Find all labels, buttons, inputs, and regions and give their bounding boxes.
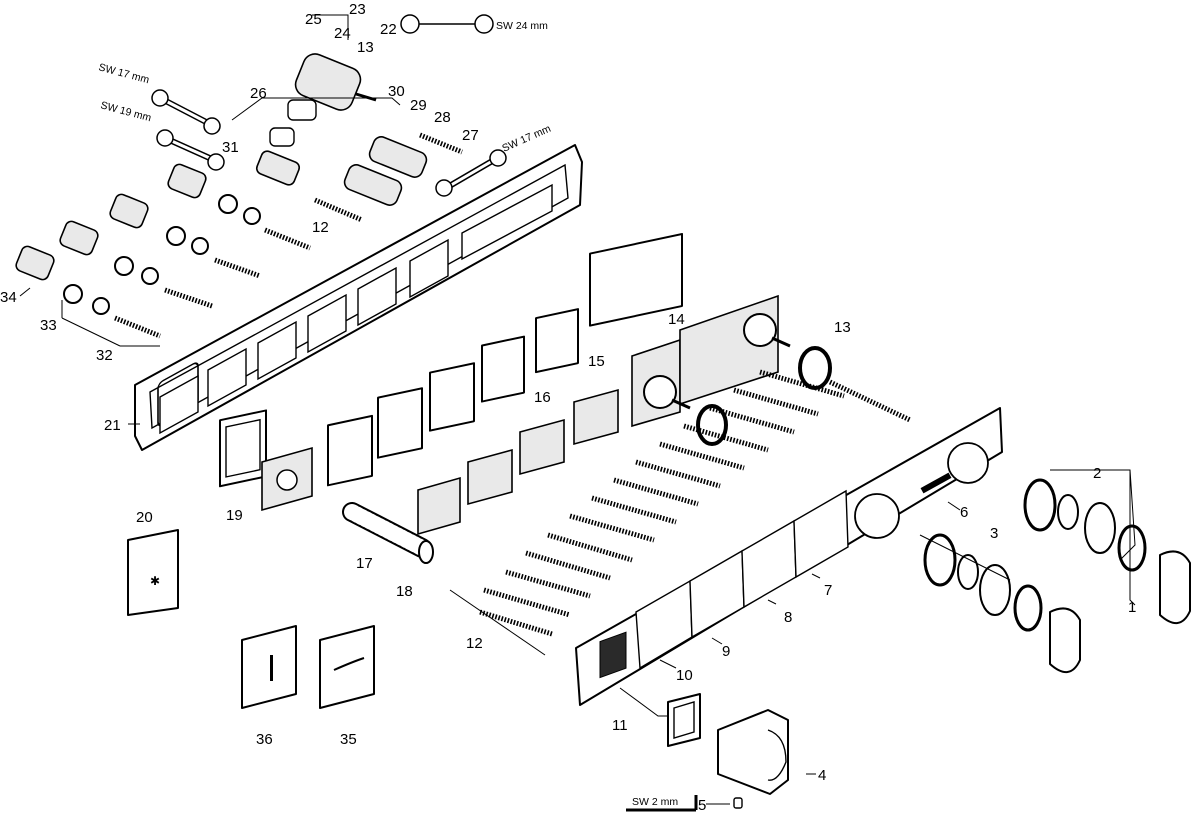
front-trim-panel	[575, 407, 1003, 706]
wrench-17-right	[435, 149, 507, 197]
wrench-label-sw2: SW 2 mm	[632, 796, 678, 808]
label-33: 33	[40, 317, 57, 334]
label-22: 22	[380, 21, 397, 38]
mounting-frame	[134, 144, 583, 451]
spare-parts-group	[255, 99, 463, 223]
label-12a: 12	[312, 219, 329, 236]
label-16: 16	[534, 389, 551, 406]
frame-seals	[219, 233, 683, 488]
label-19: 19	[226, 507, 243, 524]
cover-plate-20: ✱	[127, 529, 179, 616]
label-1: 1	[1128, 599, 1136, 616]
label-18: 18	[396, 583, 413, 600]
wrench-19	[156, 129, 225, 171]
label-13b: 13	[834, 319, 851, 336]
label-15: 15	[588, 353, 605, 370]
label-5: 5	[698, 797, 706, 814]
label-7: 7	[824, 582, 832, 599]
label-35: 35	[340, 731, 357, 748]
label-34: 34	[0, 289, 17, 306]
label-14: 14	[668, 311, 685, 328]
wrench-label-sw24: SW 24 mm	[496, 20, 548, 32]
svg-text:✱: ✱	[150, 574, 160, 588]
label-6: 6	[960, 504, 968, 521]
wrench-24	[400, 14, 494, 34]
hex-key-2	[626, 795, 698, 812]
label-20: 20	[136, 509, 153, 526]
label-36: 36	[256, 731, 273, 748]
wrench-label-sw19: SW 19 mm	[99, 99, 153, 124]
part-number-labels: 1 2 3 4 5 6 7 8 9 10 11 12 12 13 13 14 1…	[0, 1, 1136, 814]
cover-plate-19	[261, 446, 313, 512]
screw-set	[479, 369, 912, 637]
label-12b: 12	[466, 635, 483, 652]
label-4: 4	[818, 767, 826, 784]
label-21: 21	[104, 417, 121, 434]
label-8: 8	[784, 609, 792, 626]
label-26: 26	[250, 85, 267, 102]
seal-plate-inner	[673, 701, 695, 739]
label-31: 31	[222, 139, 239, 156]
label-32: 32	[96, 347, 113, 364]
main-thermostat-cartridge	[294, 53, 377, 111]
valve-module	[631, 294, 791, 428]
grub-screw	[733, 797, 743, 809]
label-30: 30	[388, 83, 405, 100]
label-23: 23	[349, 1, 366, 18]
flexible-hose	[342, 502, 434, 564]
o-ring-upper	[798, 346, 832, 390]
label-2: 2	[1093, 465, 1101, 482]
handle-assemblies	[923, 478, 1191, 673]
wrench-label-sw17-upper: SW 17 mm	[97, 61, 151, 86]
label-25: 25	[305, 11, 322, 28]
label-9: 9	[722, 643, 730, 660]
cover-plate-36	[241, 625, 297, 709]
cover-plate-35	[319, 625, 375, 709]
label-28: 28	[434, 109, 451, 126]
label-3: 3	[990, 525, 998, 542]
label-10: 10	[676, 667, 693, 684]
mounting-brackets	[417, 388, 619, 536]
hose-holder	[717, 709, 789, 795]
label-27: 27	[462, 127, 479, 144]
leader-lines	[19, 14, 1136, 805]
label-24: 24	[334, 25, 351, 42]
label-29: 29	[410, 97, 427, 114]
wrench-label-sw17-right: SW 17 mm	[500, 123, 553, 155]
label-17: 17	[356, 555, 373, 572]
valve-cartridges	[15, 163, 311, 339]
label-11: 11	[612, 717, 628, 734]
label-13a: 13	[357, 39, 374, 56]
wrench-17-upper	[151, 89, 221, 135]
